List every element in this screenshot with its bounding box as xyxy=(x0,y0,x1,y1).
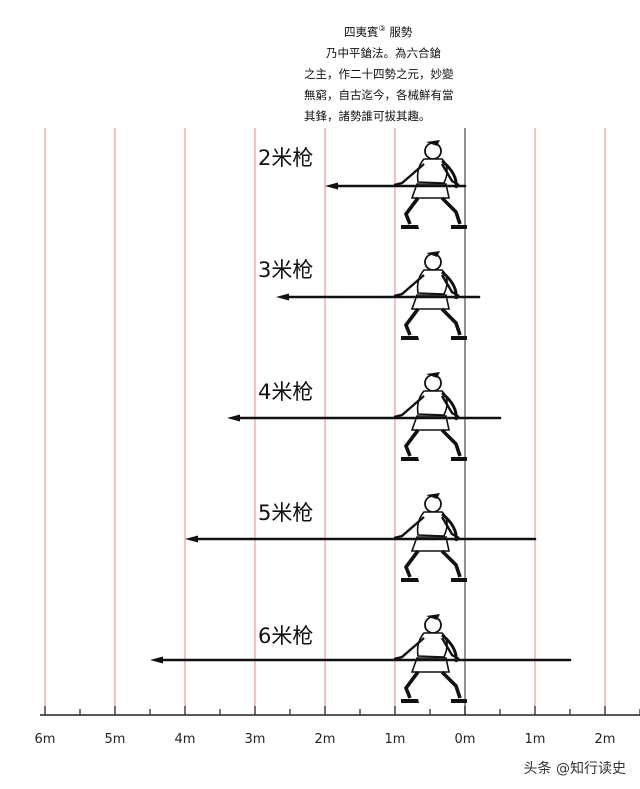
warrior-rear-leg xyxy=(440,307,462,336)
warrior-front-arm xyxy=(393,516,425,540)
spear-tip xyxy=(276,293,289,301)
warrior-head xyxy=(424,253,442,271)
warrior-topknot xyxy=(426,140,440,146)
warrior-front-arm xyxy=(393,395,425,419)
caption-line: 之主，作二十四勢之元，妙變 xyxy=(304,66,454,81)
warrior-topknot xyxy=(426,251,440,257)
spear-label-3m: 3米枪 xyxy=(258,258,314,282)
warrior-rear-arm xyxy=(440,637,460,661)
warrior-rear-leg xyxy=(440,549,462,578)
caption-line: 乃中平鎗法。為六合鎗 xyxy=(326,45,441,60)
warrior-skirt xyxy=(410,657,450,673)
warrior-front-leg xyxy=(403,549,420,578)
spear-tip xyxy=(227,414,240,422)
warrior-rear-foot xyxy=(451,457,467,461)
warrior-rear-arm xyxy=(440,395,460,419)
spear-tip xyxy=(325,182,338,190)
warrior-head xyxy=(424,142,442,160)
warrior-skirt xyxy=(410,415,450,431)
classical-caption: 四夷賓③ 服勢 乃中平鎗法。為六合鎗 之主，作二十四勢之元，妙變 無窮，自古迄今… xyxy=(304,18,500,127)
warrior-head xyxy=(424,374,442,392)
axis-tick-label: 1m xyxy=(385,732,406,747)
spear-label-5m: 5米枪 xyxy=(258,501,314,525)
warrior-front-leg xyxy=(403,196,420,225)
warrior-rear-leg xyxy=(440,670,462,699)
warrior-topknot xyxy=(426,372,440,378)
spear-row xyxy=(276,251,481,340)
caption-note-mark: ③ xyxy=(378,24,386,33)
spear-label-2m: 2米枪 xyxy=(258,146,314,170)
warrior-rear-foot xyxy=(451,225,467,229)
caption-title: 四夷賓 xyxy=(344,24,379,39)
axis-tick-label: 2m xyxy=(595,732,616,747)
warrior-skirt xyxy=(410,536,450,552)
spear-row xyxy=(185,493,537,582)
spear-row xyxy=(325,140,467,229)
warrior-head xyxy=(424,616,442,634)
axis-tick-label: 1m xyxy=(525,732,546,747)
axis-tick-label: 0m xyxy=(455,732,476,747)
warrior-front-foot xyxy=(401,225,419,229)
watermark: 头条 @知行读史 xyxy=(523,761,626,777)
spear-row xyxy=(227,372,502,461)
axis-tick-label: 6m xyxy=(35,732,56,747)
warrior-front-arm xyxy=(393,637,425,661)
warrior-skirt xyxy=(410,294,450,310)
warrior-front-foot xyxy=(401,336,419,340)
spear-row xyxy=(150,614,572,703)
spear-label-6m: 6米枪 xyxy=(258,624,314,648)
warrior-front-arm xyxy=(393,274,425,298)
warrior-rear-foot xyxy=(451,336,467,340)
axis-tick-label: 4m xyxy=(175,732,196,747)
warrior-rear-arm xyxy=(440,274,460,298)
warrior-front-foot xyxy=(401,457,419,461)
warrior-front-leg xyxy=(403,307,420,336)
caption-heading: 四夷賓③ 服勢 xyxy=(304,18,500,43)
warrior-rear-leg xyxy=(440,428,462,457)
warrior-topknot xyxy=(426,614,440,620)
warrior-rear-arm xyxy=(440,516,460,540)
warrior-front-leg xyxy=(403,428,420,457)
caption-title-suffix: 服勢 xyxy=(389,24,413,39)
spear-tip xyxy=(185,535,198,543)
warrior-rear-leg xyxy=(440,196,462,225)
spear-label-4m: 4米枪 xyxy=(258,380,314,404)
warrior-front-arm xyxy=(393,163,425,187)
axis-tick-label: 2m xyxy=(315,732,336,747)
axis-tick-label: 5m xyxy=(105,732,126,747)
warrior-rear-arm xyxy=(440,163,460,187)
warrior-head xyxy=(424,495,442,513)
axis-tick-label: 3m xyxy=(245,732,266,747)
warrior-front-foot xyxy=(401,578,419,582)
caption-line: 其鋒，諸勢誰可拔其趣。 xyxy=(304,108,431,123)
warrior-topknot xyxy=(426,493,440,499)
warrior-front-foot xyxy=(401,699,419,703)
caption-line: 無窮，自古迄今，各械鮮有當 xyxy=(304,87,454,102)
spear-tip xyxy=(150,656,163,664)
warrior-rear-foot xyxy=(451,578,467,582)
warrior-front-leg xyxy=(403,670,420,699)
warrior-rear-foot xyxy=(451,699,467,703)
warrior-skirt xyxy=(410,183,450,199)
